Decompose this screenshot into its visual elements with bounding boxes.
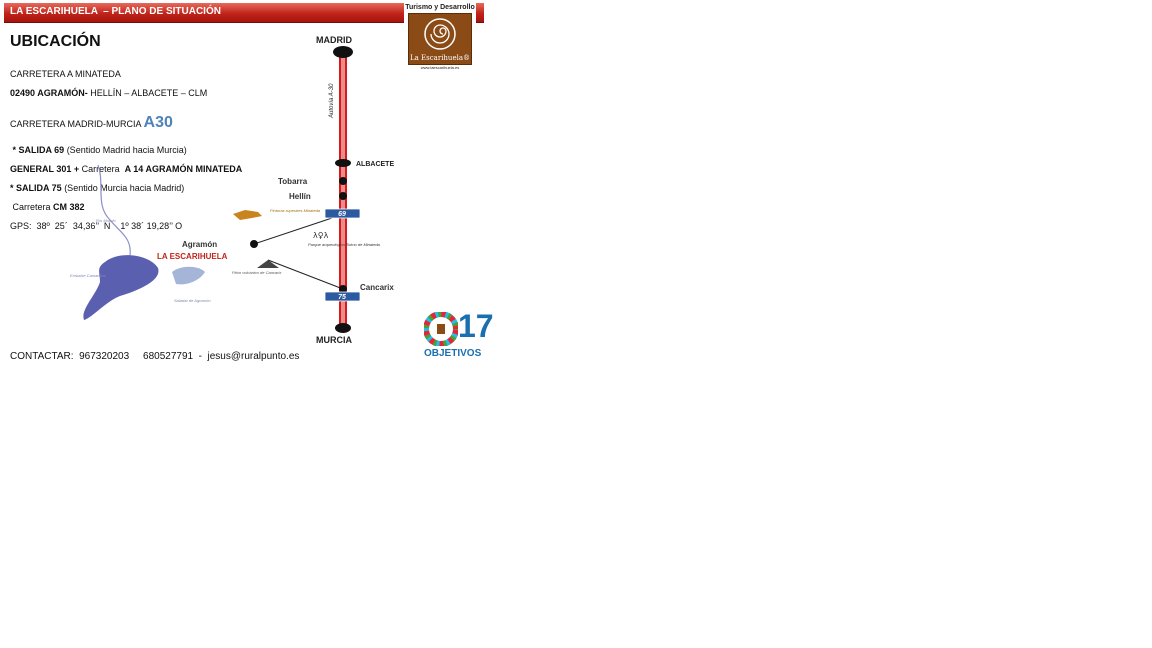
- city-hellin: Hellín: [289, 192, 311, 201]
- cancarix-dot: [339, 285, 347, 293]
- tobarra-dot: [339, 177, 347, 185]
- city-cancarix: Cancarix: [360, 283, 394, 292]
- embalse-label: Embalse Camarillas: [70, 273, 106, 278]
- a30-road-label: A30: [143, 114, 173, 131]
- info-line-7: Carretera CM 382: [10, 202, 85, 212]
- info-line-2: 02490 AGRAMÓN- HELLÍN – ALBACETE – CLM: [10, 88, 207, 98]
- exit-75-sign: [324, 291, 361, 302]
- saladar-shape: [172, 266, 205, 285]
- sdg-logo: 17 OBJETIVOS: [424, 308, 494, 366]
- murcia-dot: [335, 323, 351, 333]
- map-labels: Autovía A-30 MADRID ALBACETE Tobarra Hel…: [70, 35, 394, 345]
- info-line-6: * SALIDA 75 (Sentido Murcia hacia Madrid…: [10, 183, 184, 193]
- info-line-3-prefix: CARRETERA MADRID-MURCIA: [10, 119, 144, 129]
- hellin-dot: [339, 192, 347, 200]
- logo-badge: La Escarihuela®: [408, 13, 472, 65]
- cave-painting-icon: [233, 210, 262, 220]
- cancarix-road: [267, 259, 344, 290]
- city-murcia: MURCIA: [316, 335, 352, 345]
- rio-mundo-river: [97, 164, 131, 256]
- header-bar: LA ESCARIHUELA – PLANO DE SITUACIÓN: [4, 3, 484, 23]
- info-line-1: CARRETERA A MINATEDA: [10, 69, 121, 79]
- gps-coordinates: GPS: 38º 25´ 34,36’’ N 1º 38´ 19,28’’ O: [10, 221, 183, 231]
- info-line-2-rest: HELLÍN – ALBACETE – CLM: [87, 88, 208, 98]
- embalse-camarillas-lake: [83, 255, 159, 320]
- albacete-dot: [335, 159, 351, 167]
- logo-url: www.laescarihuela.es: [420, 65, 460, 70]
- info-line-4-rest: (Sentido Madrid hacia Murcia): [64, 145, 187, 155]
- exit-75-number: 75: [338, 294, 346, 301]
- city-albacete: ALBACETE: [356, 161, 394, 168]
- logo-top-text: Turismo y Desarrollo: [405, 4, 475, 11]
- exit-69-label: * SALIDA 69: [10, 145, 65, 155]
- info-line-7-prefix: Carretera: [10, 202, 54, 212]
- info-line-4: * SALIDA 69 (Sentido Madrid hacia Murcia…: [10, 145, 187, 155]
- parque-label: Parque arqueológico Tolmo de Minateda: [308, 242, 381, 247]
- piton-label: Pitón volcánico de Cancarix: [232, 270, 282, 275]
- city-tobarra: Tobarra: [278, 177, 308, 186]
- saladar-label: Saladar de Agramón: [174, 298, 211, 303]
- snail-spiral-icon: [424, 18, 456, 50]
- road-label-a30: Autovía A-30: [329, 83, 335, 119]
- archaeology-icon: λ♀λ: [313, 231, 329, 240]
- city-madrid: MADRID: [316, 35, 352, 45]
- pinturas-label: Pinturas rupestres Minateda: [270, 208, 321, 213]
- exit-75-label: * SALIDA 75: [10, 183, 62, 193]
- info-line-3: CARRETERA MADRID-MURCIA A30: [10, 114, 173, 132]
- exit-69-number: 69: [338, 211, 346, 218]
- logo-name: La Escarihuela®: [410, 54, 470, 62]
- contact-info: CONTACTAR: 967320203 680527791 - jesus@r…: [10, 351, 300, 362]
- sdg-wheel-icon: [424, 312, 458, 346]
- exit-69-sign: [324, 208, 361, 219]
- volcano-icon: [257, 260, 279, 268]
- general-301: GENERAL 301 +: [10, 164, 80, 174]
- agramon-dot: [250, 240, 258, 248]
- location-map: λ♀λ: [83, 46, 361, 333]
- sdg-number: 17: [458, 308, 494, 344]
- sdg-label: OBJETIVOS: [424, 348, 482, 359]
- info-line-6-rest: (Sentido Murcia hacia Madrid): [61, 183, 185, 193]
- city-agramon: Agramón: [182, 240, 217, 249]
- info-line-5-mid: Carretera: [79, 164, 125, 174]
- agramon-road: [253, 217, 333, 245]
- info-line-5: GENERAL 301 + Carretera A 14 AGRAMÓN MIN…: [10, 164, 242, 174]
- header-title: LA ESCARIHUELA – PLANO DE SITUACIÓN: [10, 6, 221, 17]
- rio-label: Río Mundo: [96, 218, 116, 223]
- escarihuela-label: LA ESCARIHUELA: [157, 252, 228, 261]
- postal-code: 02490 AGRAMÓN-: [10, 88, 88, 98]
- brand-logo: Turismo y Desarrollo La Escarihuela® www…: [404, 2, 476, 72]
- cm382-road: CM 382: [53, 202, 85, 212]
- a14-road: A 14 AGRAMÓN MINATEDA: [124, 164, 243, 174]
- ubicacion-title: UBICACIÓN: [10, 33, 101, 50]
- madrid-dot: [333, 46, 353, 58]
